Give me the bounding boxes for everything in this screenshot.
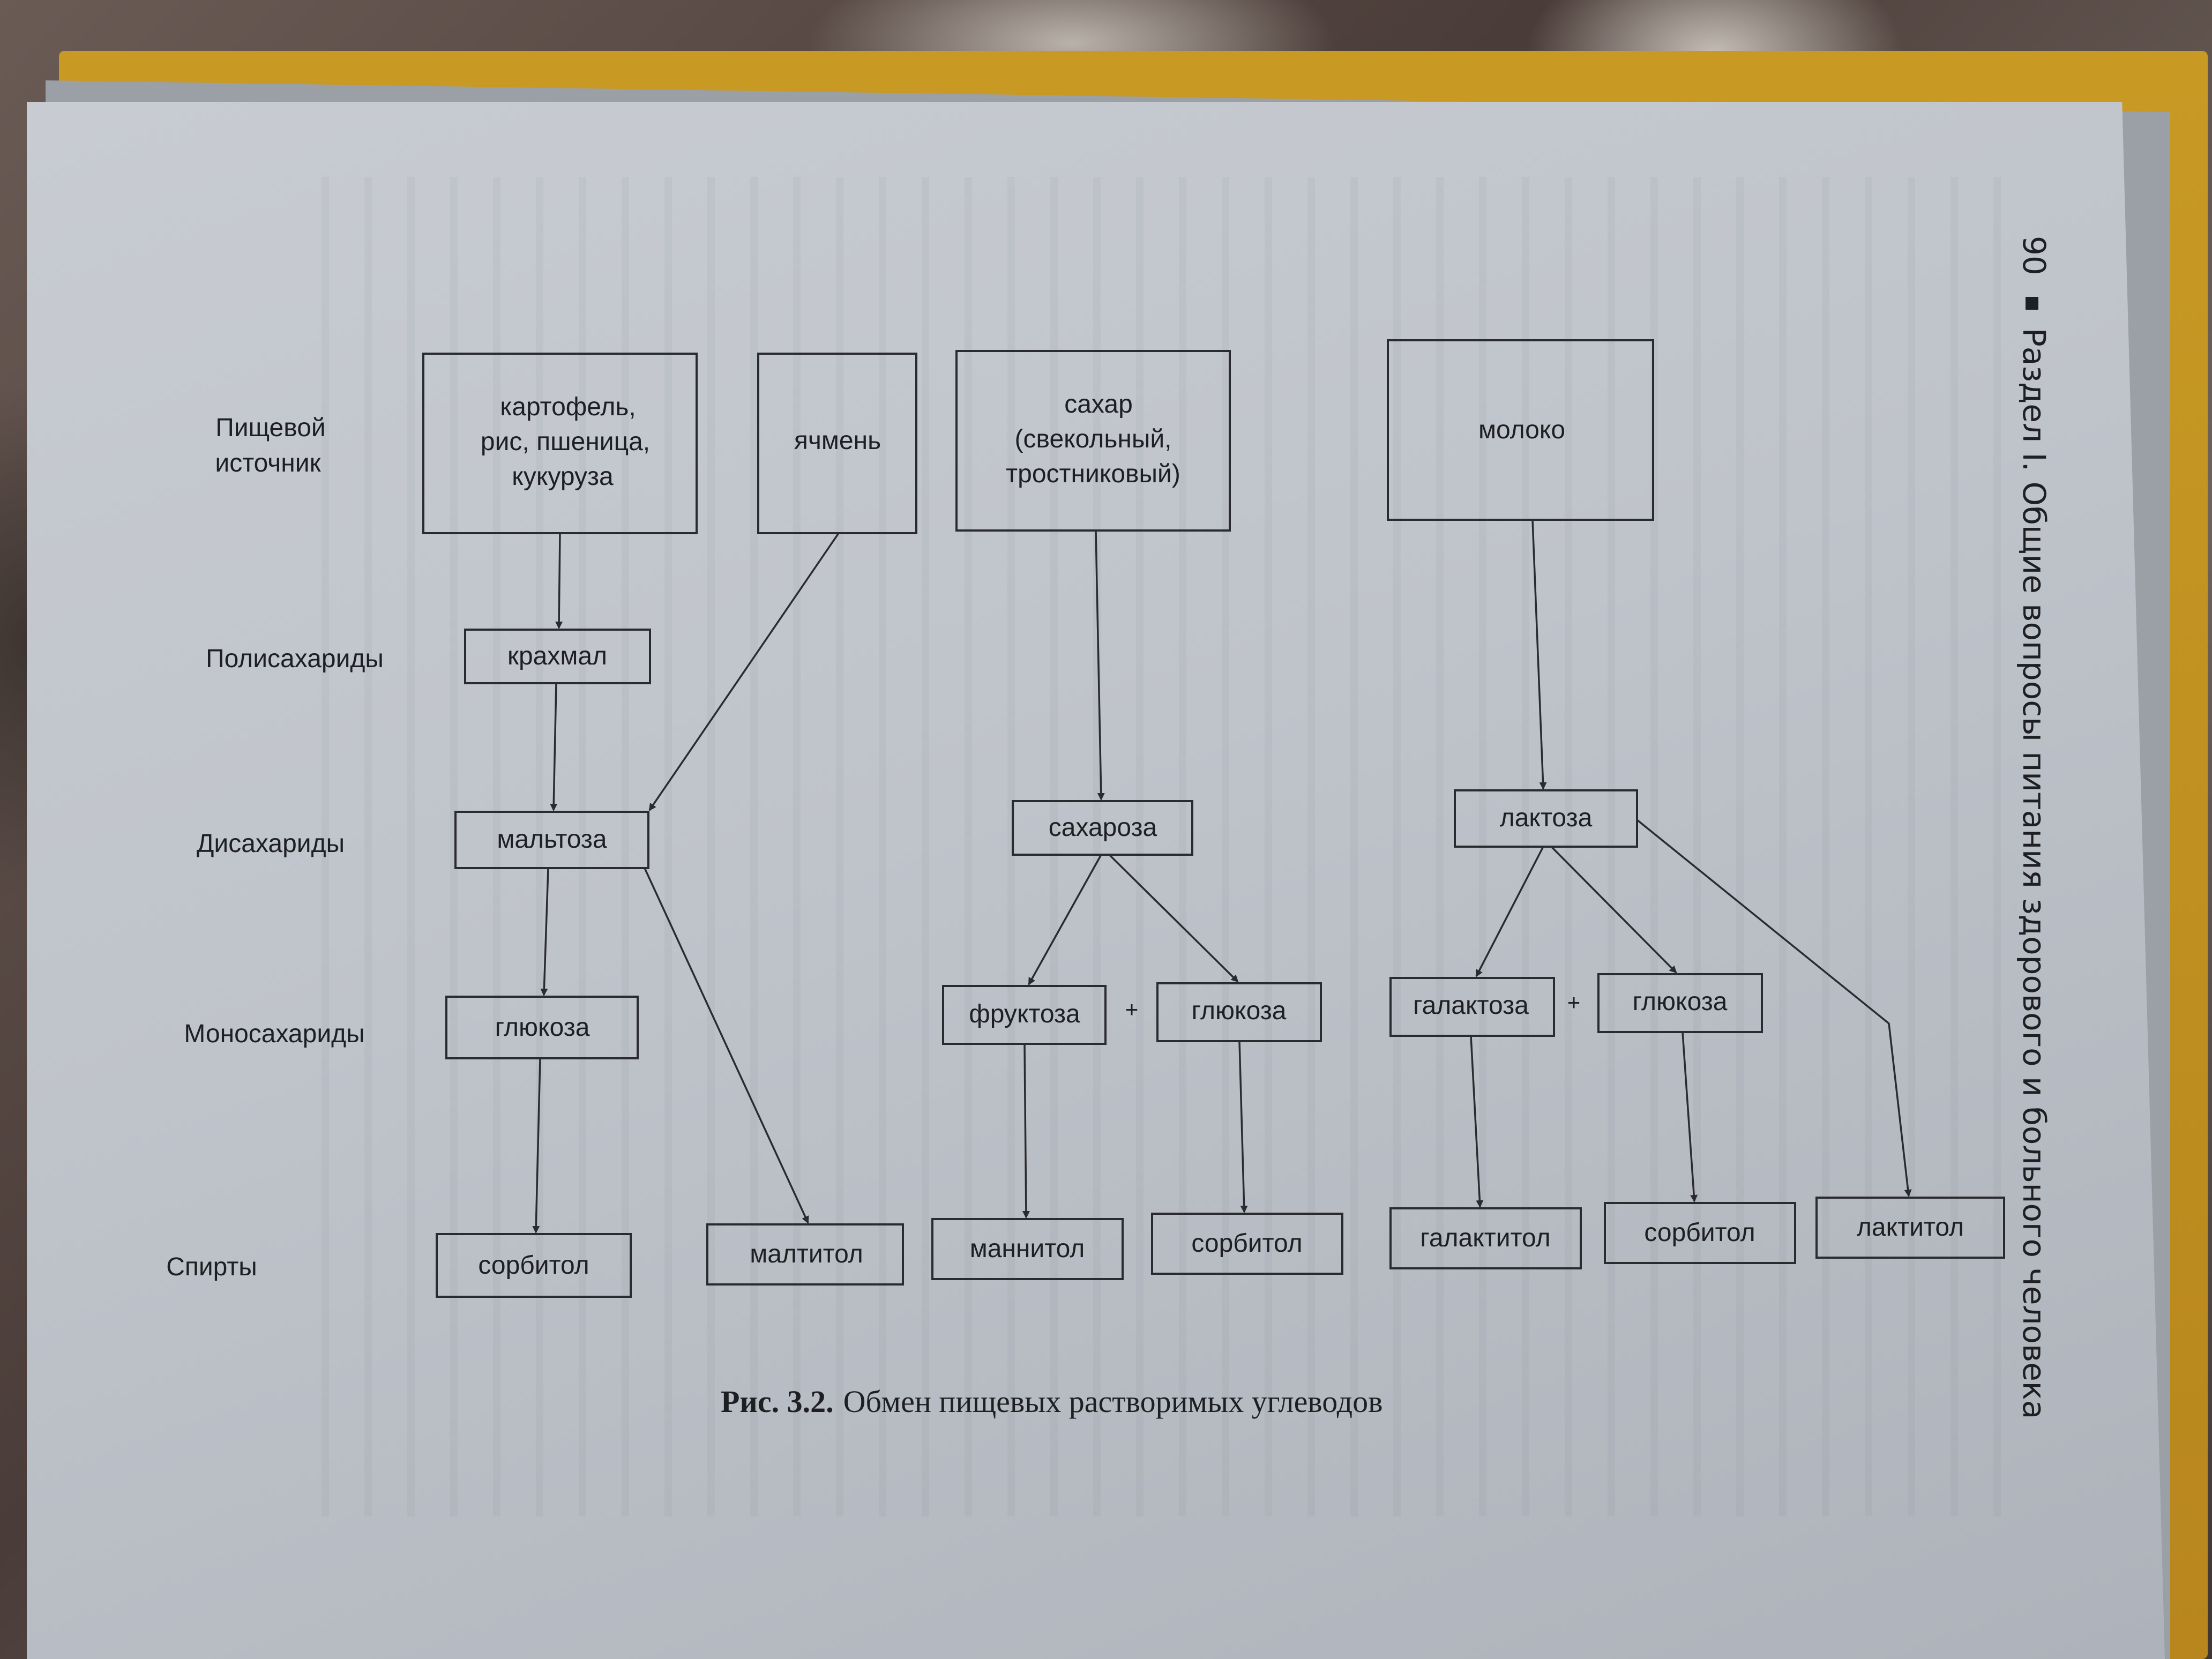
edge-milk-lactose bbox=[1531, 519, 1547, 790]
show-through-text bbox=[322, 177, 2036, 1516]
source-cereals-line-1: картофель, bbox=[500, 393, 636, 421]
node-sorbitol-1: сорбитол bbox=[436, 1233, 632, 1298]
edge-sucrose-glucose bbox=[1108, 854, 1239, 983]
svg-text:глюкоза: глюкоза bbox=[495, 1013, 590, 1042]
svg-text:маннитол: маннитол bbox=[970, 1235, 1085, 1263]
row-label-polysaccharides: Полисахариды bbox=[206, 645, 384, 673]
edge-fructose-mannitol bbox=[1022, 1043, 1030, 1219]
edge-sugar-sucrose bbox=[1095, 530, 1105, 801]
svg-text:галактитол: галактитол bbox=[1420, 1224, 1550, 1252]
svg-text:глюкоза: глюкоза bbox=[1633, 988, 1728, 1016]
node-maltitol: малтитол bbox=[706, 1223, 904, 1286]
source-sugar-box: сахар (свекольный, тростниковый) bbox=[955, 350, 1231, 532]
node-maltose: мальтоза bbox=[454, 811, 649, 869]
node-sorbitol-3: сорбитол bbox=[1604, 1202, 1796, 1264]
svg-text:глюкоза: глюкоза bbox=[1192, 997, 1287, 1025]
source-milk-box: молоко bbox=[1387, 339, 1654, 521]
svg-text:лактитол: лактитол bbox=[1857, 1213, 1964, 1242]
edge-glucose-sorbitol bbox=[532, 1058, 541, 1234]
source-barley-label: ячмень bbox=[794, 427, 881, 455]
node-starch: крахмал bbox=[464, 629, 651, 684]
node-glucose-3: глюкоза bbox=[1597, 973, 1763, 1033]
svg-text:сахароза: сахароза bbox=[1049, 813, 1157, 842]
node-galactose: галактоза bbox=[1389, 977, 1555, 1037]
svg-text:фруктоза: фруктоза bbox=[969, 1000, 1080, 1028]
node-lactitol: лактитол bbox=[1815, 1197, 2005, 1259]
node-glucose-2: глюкоза bbox=[1156, 982, 1322, 1042]
svg-text:сорбитол: сорбитол bbox=[478, 1251, 589, 1280]
source-cereals-box: картофель, рис, пшеница, кукуруза bbox=[422, 353, 698, 534]
row-label-monosaccharides: Моносахариды bbox=[184, 1020, 364, 1048]
node-glucose-1: глюкоза bbox=[445, 996, 639, 1059]
node-mannitol: маннитол bbox=[931, 1218, 1124, 1280]
source-sugar-line-1: сахар bbox=[1064, 390, 1133, 419]
edge-galactose-galactitol bbox=[1470, 1035, 1484, 1208]
plus-sign-2: + bbox=[1567, 990, 1581, 1015]
svg-text:крахмал: крахмал bbox=[507, 642, 607, 670]
svg-text:сорбитол: сорбитол bbox=[1644, 1219, 1755, 1247]
svg-text:лактоза: лактоза bbox=[1500, 804, 1593, 832]
edge-glucose-sorbitol-2 bbox=[1238, 1041, 1248, 1213]
edge-glucose-sorbitol-3 bbox=[1682, 1032, 1698, 1202]
source-milk-label: молоко bbox=[1478, 416, 1565, 444]
edge-barley-maltose bbox=[648, 533, 840, 811]
node-lactose: лактоза bbox=[1454, 789, 1638, 848]
row-label-disaccharides: Дисахариды bbox=[197, 829, 345, 858]
node-sorbitol-2: сорбитол bbox=[1151, 1213, 1343, 1275]
edge-cereals-starch bbox=[555, 533, 563, 629]
caption-label: Рис. 3.2. bbox=[721, 1384, 834, 1419]
edge-sucrose-fructose bbox=[1028, 854, 1102, 985]
svg-text:галактоза: галактоза bbox=[1413, 991, 1529, 1020]
edge-lactose-lactitol bbox=[1636, 819, 1912, 1197]
plus-sign-1: + bbox=[1125, 997, 1139, 1022]
source-cereals-line-2: рис, пшеница, bbox=[481, 428, 650, 456]
row-label-source-2: источник bbox=[215, 449, 321, 477]
node-galactitol: галактитол bbox=[1389, 1207, 1582, 1269]
book-page bbox=[27, 102, 2165, 1659]
node-fructose: фруктоза bbox=[942, 985, 1107, 1045]
edge-maltose-maltitol bbox=[644, 868, 809, 1224]
edge-lactose-glucose bbox=[1550, 846, 1677, 974]
caption-text: Обмен пищевых растворимых углеводов bbox=[843, 1384, 1383, 1419]
source-sugar-line-2: (свекольный, bbox=[1015, 425, 1172, 453]
figure-caption: Рис. 3.2. Обмен пищевых растворимых углев… bbox=[721, 1384, 1383, 1419]
source-sugar-line-3: тростниковый) bbox=[1006, 460, 1180, 488]
source-cereals-line-3: кукуруза bbox=[512, 462, 614, 491]
node-sucrose: сахароза bbox=[1012, 800, 1193, 856]
edge-starch-maltose bbox=[550, 683, 558, 811]
svg-text:сорбитол: сорбитол bbox=[1191, 1229, 1302, 1258]
svg-text:малтитол: малтитол bbox=[750, 1240, 863, 1268]
row-label-source-1: Пищевой bbox=[215, 414, 325, 442]
source-barley-box: ячмень bbox=[757, 353, 917, 534]
edge-lactose-galactose bbox=[1475, 846, 1544, 977]
edge-maltose-glucose bbox=[540, 868, 549, 996]
svg-text:мальтоза: мальтоза bbox=[497, 825, 607, 854]
row-label-alcohols: Спирты bbox=[166, 1253, 257, 1281]
